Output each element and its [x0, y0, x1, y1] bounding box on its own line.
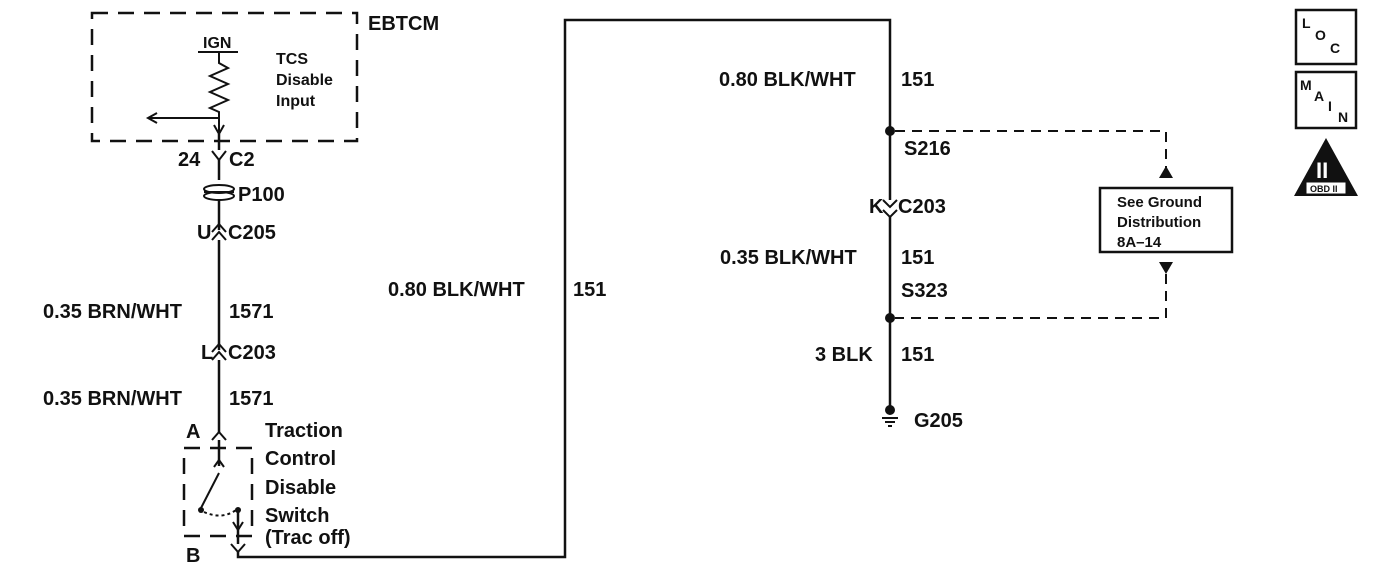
- s323-label: S323: [901, 280, 948, 302]
- wire-upper-circuit: 1571: [229, 301, 274, 323]
- ground-ref-line1: See Ground: [1117, 194, 1202, 211]
- ref-arrow-up: [1159, 166, 1173, 178]
- main-icon[interactable]: M A I N: [1294, 70, 1358, 130]
- c203-right-connector-top: [882, 199, 898, 209]
- wire-lower-circuit: 1571: [229, 388, 274, 410]
- ground-reference: See Ground Distribution 8A–14: [895, 130, 1234, 319]
- switch-lower-arrow: [232, 521, 244, 532]
- ground-ref-line2: Distribution: [1117, 214, 1201, 231]
- c205-pin: U: [197, 222, 211, 244]
- obd-ii-label-box: [1305, 181, 1347, 195]
- switch-label-2: Control: [265, 448, 336, 470]
- main-icon-m: M: [1300, 77, 1312, 93]
- ebtcm-box: [90, 11, 359, 143]
- loc-icon-c: C: [1330, 40, 1340, 56]
- bottom-wire-circuit: 151: [901, 344, 934, 366]
- top-wire-circuit: 151: [901, 69, 934, 91]
- top-wire-label: 0.80 BLK/WHT: [719, 69, 856, 91]
- left-circuit: 24 C2 P100 U C205 0.35 BRN/WHT 1571 L C2…: [43, 134, 285, 432]
- switch-blade: [200, 472, 220, 509]
- switch-terminal-b: B: [186, 545, 200, 567]
- switch-label-1: Traction: [265, 420, 343, 442]
- c2-connector-symbol: [211, 150, 227, 162]
- ebtcm-module: EBTCM IGN TCS Disable Input: [90, 11, 439, 143]
- switch-contact-arrow: [213, 458, 225, 468]
- traction-switch: A B Traction Control Disable Switch (Tra…: [182, 420, 351, 567]
- right-circuit: 0.80 BLK/WHT 151 S216 K C203 0.35 BLK/WH…: [719, 69, 963, 432]
- switch-label-5: (Trac off): [265, 527, 351, 549]
- ref-dash-lower: [895, 274, 1167, 319]
- main-icon-a: A: [1314, 88, 1324, 104]
- c203-pin-right: K: [869, 196, 884, 218]
- c203-left-connector-label: C203: [228, 342, 276, 364]
- loc-icon-o: O: [1315, 27, 1326, 43]
- switch-pivot: [198, 507, 204, 513]
- ground-ref-line3: 8A–14: [1117, 234, 1162, 251]
- ref-dash-upper: [895, 130, 1167, 168]
- mid-wire-circuit: 151: [901, 247, 934, 269]
- return-wire-circuit: 151: [573, 279, 606, 301]
- switch-label-4: Switch: [265, 505, 329, 527]
- ref-arrow-down: [1159, 262, 1173, 274]
- return-wire-label: 0.80 BLK/WHT: [388, 279, 525, 301]
- switch-label-3: Disable: [265, 477, 336, 499]
- s216-label: S216: [904, 138, 951, 160]
- c203-pin-left: L: [201, 342, 213, 364]
- c205-connector-bottom: [211, 230, 227, 241]
- c2-connector-label: C2: [229, 149, 255, 171]
- ign-label: IGN: [203, 35, 231, 52]
- tcs-label-1: TCS: [276, 51, 308, 68]
- c203-left-connector-top: [211, 342, 227, 353]
- return-wire-path: [236, 18, 892, 559]
- obd-ii-numeral: II: [1316, 158, 1328, 183]
- obd-ii-icon[interactable]: II OBD II: [1294, 138, 1358, 196]
- loc-icon-l: L: [1302, 15, 1311, 31]
- tcs-label-2: Disable: [276, 72, 333, 89]
- loc-icon-frame: [1294, 8, 1358, 66]
- switch-terminal-a: A: [186, 421, 200, 443]
- side-icons: L O C M A I N II OBD II: [1294, 8, 1358, 196]
- c203-right-connector-bottom: [882, 209, 898, 219]
- terminal-a-connector: [211, 430, 227, 441]
- wire-lower-label: 0.35 BRN/WHT: [43, 388, 182, 410]
- pullup-resistor: [207, 52, 231, 132]
- terminal-b-connector: [230, 543, 246, 554]
- internal-signal-arrow: [145, 112, 158, 124]
- wire-upper-label: 0.35 BRN/WHT: [43, 301, 182, 323]
- return-wire: 0.80 BLK/WHT 151: [236, 18, 892, 559]
- c205-connector-label: C205: [228, 222, 276, 244]
- main-icon-n: N: [1338, 109, 1348, 125]
- loc-icon[interactable]: L O C: [1294, 8, 1358, 66]
- mid-wire-label: 0.35 BLK/WHT: [720, 247, 857, 269]
- p100-label: P100: [238, 184, 285, 206]
- main-icon-i: I: [1328, 98, 1332, 114]
- g205-label: G205: [914, 410, 963, 432]
- main-icon-frame: [1294, 70, 1358, 130]
- c203-right-connector-label: C203: [898, 196, 946, 218]
- ground-ref-box[interactable]: [1098, 186, 1234, 254]
- bottom-wire-label: 3 BLK: [815, 344, 873, 366]
- switch-travel-arc: [203, 509, 237, 517]
- obd-ii-text: OBD II: [1310, 184, 1338, 194]
- c205-connector-top: [211, 222, 227, 233]
- c2-pin: 24: [178, 149, 201, 171]
- ground-eyelet: [885, 405, 895, 415]
- tcs-label-3: Input: [276, 93, 316, 110]
- c203-left-connector-bottom: [211, 350, 227, 361]
- ebtcm-label: EBTCM: [368, 13, 439, 35]
